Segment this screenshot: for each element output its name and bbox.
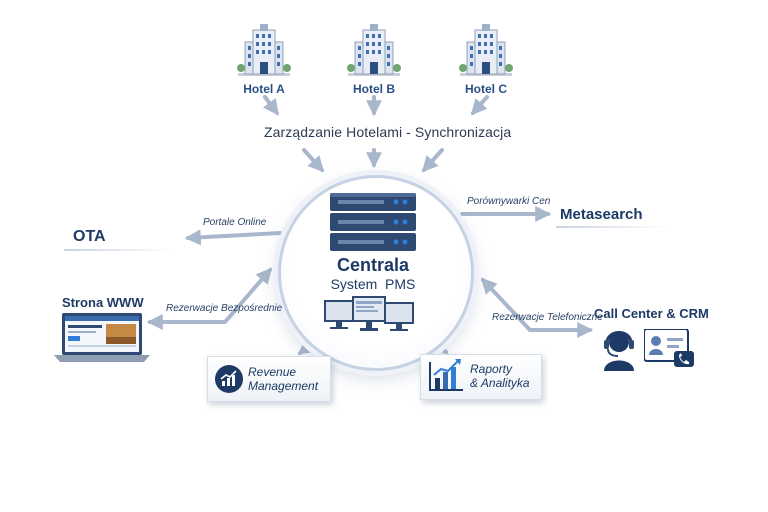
monitors-icon (324, 296, 414, 331)
hotel-label: Hotel C (465, 82, 507, 96)
hotel-a: Hotel A (228, 22, 300, 96)
revenue-line-1: Revenue (248, 365, 297, 379)
hub-subtitle: System PMS (330, 276, 416, 292)
arrow-sync-left (302, 148, 325, 173)
hotel-b: Hotel B (338, 22, 410, 96)
edge-label-price-comparison: Porównywarki Cen (467, 196, 551, 207)
metasearch-title: Metasearch (560, 206, 643, 223)
laptop-website-icon (54, 313, 150, 362)
reports-analytics-card (420, 354, 542, 400)
callcenter-title: Call Center & CRM (594, 306, 709, 321)
edge-label-online-portals: Portale Online (203, 217, 267, 228)
arrow-callcenter (480, 277, 594, 338)
reports-line-2: & Analityka (470, 376, 530, 390)
hotel-c: Hotel C (450, 22, 522, 96)
ota-title: OTA (73, 228, 106, 245)
reports-line-1: Raporty (470, 362, 513, 376)
headset-agent-icon (604, 331, 634, 371)
revenue-management-label: Revenue Management (248, 365, 318, 393)
arrow-hotel-c (470, 95, 489, 116)
reports-analytics-label: Raporty & Analityka (470, 362, 530, 390)
growth-chart-icon (215, 365, 243, 393)
ota-underline (64, 249, 174, 251)
sync-title: Zarządzanie Hotelami - Synchronizacja (264, 124, 512, 140)
hotel-building-icon (237, 24, 291, 76)
arrow-sync-right (421, 148, 444, 173)
hotel-building-icon (347, 24, 401, 76)
hotel-label: Hotel B (353, 82, 395, 96)
arrow-www (146, 267, 273, 330)
edge-label-phone-bookings: Rezerwacje Telefoniczne (492, 312, 603, 323)
hub-title: Centrala (336, 255, 410, 275)
bar-chart-icon (429, 359, 463, 391)
www-title: Strona WWW (62, 295, 144, 310)
server-rack-icon (330, 193, 416, 251)
edge-label-direct-bookings: Rezerwacje Bezpośrednie (166, 303, 283, 314)
metasearch-underline (556, 226, 668, 228)
hotel-label: Hotel A (243, 82, 285, 96)
contact-card-icon (644, 329, 694, 367)
arrow-hotel-a (262, 95, 279, 116)
revenue-line-2: Management (248, 379, 319, 393)
hotel-building-icon (459, 24, 513, 76)
arrow-ota (184, 229, 282, 246)
